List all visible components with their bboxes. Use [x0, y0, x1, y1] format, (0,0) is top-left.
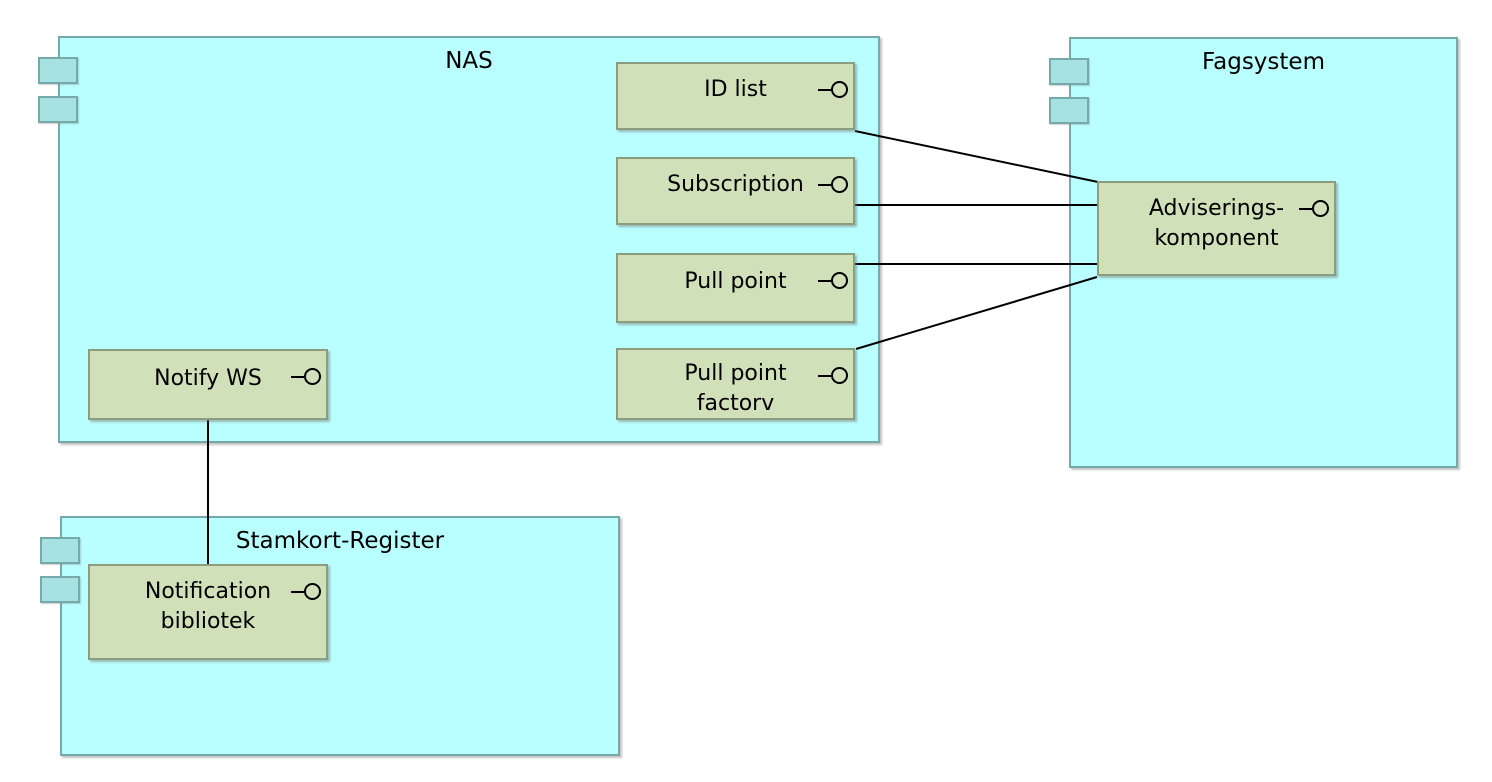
port-icon: [1049, 58, 1089, 85]
container-fagsystem-title: Fagsystem: [1202, 49, 1325, 75]
port-icon: [38, 96, 78, 123]
provided-interface-icon: [818, 176, 848, 193]
port-icon: [38, 57, 78, 84]
port-icon: [40, 576, 80, 603]
provided-interface-icon: [818, 81, 848, 98]
container-nas-title: NAS: [445, 48, 493, 74]
port-icon: [40, 537, 80, 564]
component-pull-point-factory[interactable]: Pull point factorv: [616, 348, 855, 420]
lollipop-ball: [831, 272, 848, 289]
component-subscription[interactable]: Subscription: [616, 157, 855, 225]
provided-interface-icon: [1299, 200, 1329, 217]
lollipop-stick: [818, 374, 831, 377]
component-notification-bibliotek[interactable]: Notification bibliotek: [88, 564, 328, 660]
lollipop-ball: [831, 176, 848, 193]
provided-interface-icon: [818, 367, 848, 384]
lollipop-stick: [818, 183, 831, 186]
component-subscription-label: Subscription: [667, 172, 804, 197]
component-pull-point[interactable]: Pull point: [616, 253, 855, 323]
lollipop-stick: [1299, 207, 1312, 210]
component-adviseringskomponent[interactable]: Adviserings- komponent: [1097, 181, 1336, 276]
component-pull-point-factory-label: Pull point factorv: [684, 361, 787, 416]
edge-id-list-to-adviseringskomponent: [854, 130, 1099, 183]
port-icon: [1049, 97, 1089, 124]
lollipop-stick: [291, 590, 304, 593]
provided-interface-icon: [291, 368, 321, 385]
component-pull-point-label: Pull point: [684, 269, 787, 294]
lollipop-ball: [831, 81, 848, 98]
provided-interface-icon: [818, 272, 848, 289]
component-notify-ws-label: Notify WS: [154, 365, 262, 391]
lollipop-ball: [304, 368, 321, 385]
lollipop-ball: [831, 367, 848, 384]
lollipop-stick: [818, 279, 831, 282]
lollipop-stick: [291, 375, 304, 378]
lollipop-ball: [304, 583, 321, 600]
component-notify-ws[interactable]: Notify WS: [88, 349, 328, 420]
component-adviseringskomponent-label: Adviserings- komponent: [1148, 195, 1285, 251]
edge-pull-point-factory-to-adviseringskomponent: [855, 276, 1098, 350]
lollipop-ball: [1312, 200, 1329, 217]
lollipop-stick: [818, 88, 831, 91]
container-stamkort-register-title: Stamkort-Register: [235, 528, 445, 554]
component-id-list[interactable]: ID list: [616, 62, 855, 130]
provided-interface-icon: [291, 583, 321, 600]
component-notification-bibliotek-label: Notification bibliotek: [144, 579, 272, 634]
component-id-list-label: ID list: [704, 77, 767, 102]
